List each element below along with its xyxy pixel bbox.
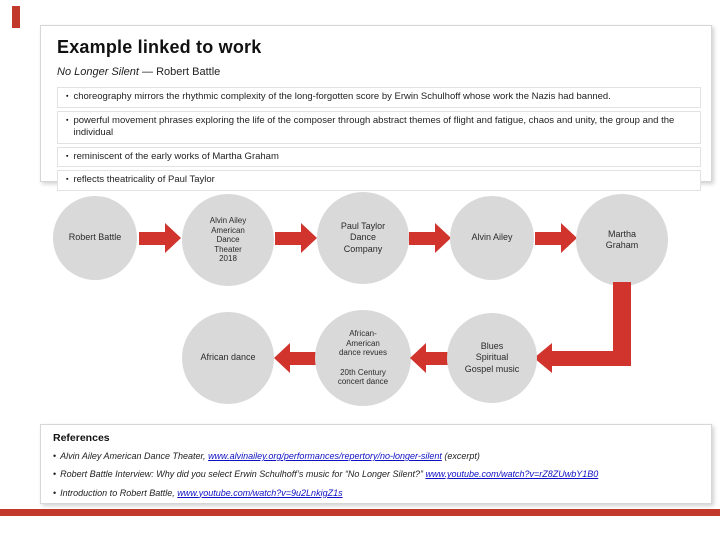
- reference-bullet-icon: •: [53, 451, 57, 461]
- arrow-right-icon: [139, 223, 181, 253]
- diagram-node-robert-battle: Robert Battle: [53, 196, 137, 280]
- bullet-marker-icon: ▪: [66, 116, 69, 124]
- bullet-marker-icon: ▪: [66, 93, 69, 100]
- reference-suffix: (excerpt): [441, 451, 480, 461]
- page-title: Example linked to work: [57, 37, 262, 57]
- diagram-node-alvin-ailey-theater: Alvin Ailey American Dance Theater 2018: [182, 194, 274, 286]
- diagram-node-blues-spiritual-gospel: Blues Spiritual Gospel music: [447, 313, 537, 403]
- reference-text: Robert Battle Interview: Why did you sel…: [60, 469, 426, 480]
- node-label: Blues Spiritual Gospel music: [464, 341, 520, 374]
- bullet-item: ▪ powerful movement phrases exploring th…: [57, 110, 701, 144]
- arrow-left-icon: [410, 343, 452, 373]
- node-label: Paul Taylor Dance Company: [340, 221, 386, 254]
- arrow-left-icon: [534, 343, 552, 373]
- title-content-box: Example linked to work No Longer Silent …: [40, 25, 712, 191]
- node-label: Martha Graham: [605, 228, 639, 250]
- references-box: References •Alvin Ailey American Dance T…: [40, 424, 712, 504]
- arrow-left-icon: [274, 343, 316, 373]
- bullet-item: ▪ reminiscent of the early works of Mart…: [57, 146, 701, 168]
- node-label: Alvin Ailey American Dance Theater 2018: [209, 216, 247, 264]
- arrow-right-icon: [275, 223, 317, 253]
- diagram-node-paul-taylor-company: Paul Taylor Dance Company: [317, 192, 409, 284]
- subtitle-author: — Robert Battle: [138, 66, 221, 78]
- bullet-text: powerful movement phrases exploring the …: [73, 114, 675, 139]
- bullet-marker-icon: ▪: [66, 176, 69, 184]
- diagram-node-alvin-ailey: Alvin Ailey: [450, 196, 534, 280]
- node-label: African dance: [200, 352, 256, 363]
- arrow-right-icon: [535, 223, 577, 253]
- reference-link[interactable]: www.youtube.com/watch?v=rZ8ZUwbY1B0: [425, 469, 599, 480]
- top-left-red-accent-bar: [12, 6, 20, 28]
- reference-text: Alvin Ailey American Dance Theater,: [60, 451, 209, 461]
- node-label: Robert Battle: [68, 232, 122, 243]
- reference-bullet-icon: •: [53, 469, 57, 480]
- node-label: African- American dance revues 20th Cent…: [337, 329, 389, 387]
- reference-item: •Introduction to Robert Battle, www.yout…: [53, 488, 701, 499]
- reference-link[interactable]: www.youtube.com/watch?v=9u2LnkigZ1s: [177, 487, 343, 498]
- bullet-text: reminiscent of the early works of Martha…: [73, 150, 279, 162]
- elbow-connector-horizontal: [551, 351, 631, 366]
- bullet-marker-icon: ▪: [66, 152, 69, 160]
- subtitle-work-title: No Longer Silent: [57, 66, 139, 78]
- reference-item: •Alvin Ailey American Dance Theater, www…: [53, 451, 701, 462]
- reference-item: •Robert Battle Interview: Why did you se…: [53, 469, 701, 480]
- elbow-connector-vertical: [613, 282, 631, 366]
- diagram-node-african-dance: African dance: [182, 312, 274, 404]
- node-label: Alvin Ailey: [471, 232, 513, 243]
- reference-link[interactable]: www.alvinailey.org/performances/repertor…: [208, 451, 442, 461]
- bottom-red-accent-bar: [0, 509, 720, 516]
- reference-bullet-icon: •: [53, 487, 57, 498]
- bullet-text: reflects theatricality of Paul Taylor: [73, 174, 215, 186]
- bullet-item: ▪ choreography mirrors the rhythmic comp…: [57, 87, 701, 108]
- bullet-text: choreography mirrors the rhythmic comple…: [73, 91, 611, 102]
- reference-text: Introduction to Robert Battle,: [60, 487, 178, 498]
- arrow-right-icon: [409, 223, 451, 253]
- diagram-node-dance-revues: African- American dance revues 20th Cent…: [315, 310, 411, 406]
- references-heading: References: [53, 432, 110, 444]
- diagram-node-martha-graham: Martha Graham: [576, 194, 668, 286]
- subtitle: No Longer Silent — Robert Battle: [57, 66, 707, 78]
- bullet-item: ▪ reflects theatricality of Paul Taylor: [57, 170, 701, 191]
